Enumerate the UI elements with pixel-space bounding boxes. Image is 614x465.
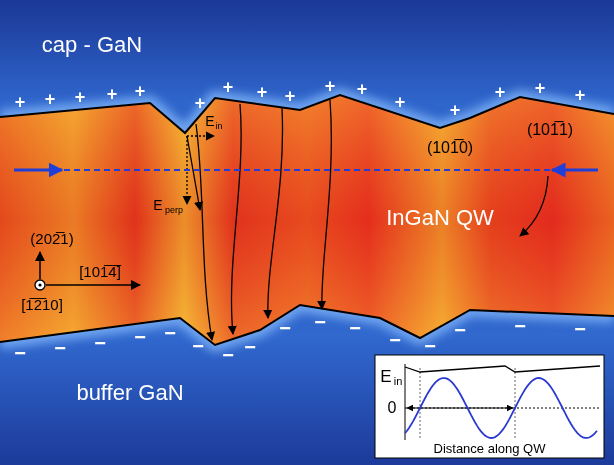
charge-sign: −: [134, 327, 146, 347]
interface-glow: [0, 95, 614, 345]
field-label: E: [380, 368, 391, 385]
art-part: [187, 135, 214, 136]
crystal-axes: [35, 252, 140, 290]
charge-sign: −: [14, 343, 26, 363]
field-subscript: perp: [165, 206, 183, 215]
art-part: [46, 284, 140, 286]
charge-sign: −: [222, 345, 234, 365]
art-part: [231, 104, 241, 334]
charge-sign: −: [54, 338, 66, 358]
inset-panel: Distance along QW: [375, 355, 604, 458]
art-part: [407, 408, 513, 409]
quantum-well: InGaN QW: [382, 204, 498, 232]
art-part: [552, 169, 598, 172]
field-label: E: [153, 198, 162, 212]
field-lines: [187, 100, 331, 340]
charge-sign: −: [314, 312, 326, 332]
axis-label: [1̅2̅10]: [21, 297, 63, 312]
charge-sign: +: [325, 77, 336, 95]
region-label: Distance along QW: [434, 442, 546, 456]
inset-pointer: [520, 176, 548, 236]
art-part: [322, 100, 332, 309]
field-subscript: in: [215, 122, 222, 131]
art-part: [375, 355, 604, 458]
charge-sign: −: [349, 318, 361, 338]
charge-sign: +: [450, 101, 461, 119]
cap-layer: cap - GaN: [38, 31, 146, 59]
charge-sign: +: [357, 80, 368, 98]
quantum-well-region: [0, 95, 614, 345]
charge-sign: +: [223, 78, 234, 96]
art-part: [405, 366, 600, 372]
art-part: [405, 408, 600, 409]
charge-sign: +: [395, 93, 406, 111]
art-part: [39, 252, 41, 279]
charge-sign: +: [257, 83, 268, 101]
inset-plot: [375, 355, 604, 458]
charge-sign: +: [495, 83, 506, 101]
axis-label: (202̅1): [30, 231, 73, 246]
charge-sign: +: [285, 87, 296, 105]
art-part: [187, 136, 200, 210]
art-part: [14, 169, 596, 171]
charge-sign: −: [574, 319, 586, 339]
charge-sign: −: [424, 336, 436, 356]
charge-sign: −: [94, 333, 106, 353]
charge-sign: −: [192, 336, 204, 356]
charge-sign: +: [535, 79, 546, 97]
region-label: cap - GaN: [42, 33, 142, 57]
charge-sign: −: [454, 320, 466, 340]
axis-label: [101̅4̅]: [79, 264, 121, 279]
art-part: [405, 378, 597, 438]
art-part: [14, 169, 62, 172]
field-subscript: in: [394, 376, 403, 387]
charge-sign: −: [514, 316, 526, 336]
field-label: E: [205, 114, 214, 128]
charge-sign: −: [389, 330, 401, 350]
charge-sign: +: [575, 86, 586, 104]
facet-label: (101̅0): [427, 140, 473, 156]
region-label: InGaN QW: [386, 206, 494, 230]
top-interface: [0, 95, 614, 133]
art-part: [268, 108, 283, 318]
charge-sign: +: [107, 85, 118, 103]
charge-sign: −: [244, 337, 256, 357]
region-label: buffer GaN: [76, 381, 183, 405]
art-part: [38, 283, 41, 286]
charge-sign: +: [15, 93, 26, 111]
quantum-well-shading: [0, 95, 614, 345]
charge-sign: +: [75, 88, 86, 106]
charge-sign: −: [279, 318, 291, 338]
charge-sign: +: [45, 90, 56, 108]
charge-sign: −: [164, 323, 176, 343]
art-part: [515, 368, 516, 440]
art-part: [405, 364, 406, 440]
art-part: [196, 124, 212, 340]
charge-sign: +: [195, 94, 206, 112]
art-part: [35, 280, 45, 290]
in-plane-path: [14, 170, 598, 171]
value-label: 0: [388, 400, 397, 416]
bottom-interface: [0, 305, 614, 345]
facet-label: (101̅1): [527, 122, 573, 138]
art-part: [420, 368, 421, 440]
buffer-layer: buffer GaN: [72, 379, 187, 407]
charge-sign: +: [135, 82, 146, 100]
